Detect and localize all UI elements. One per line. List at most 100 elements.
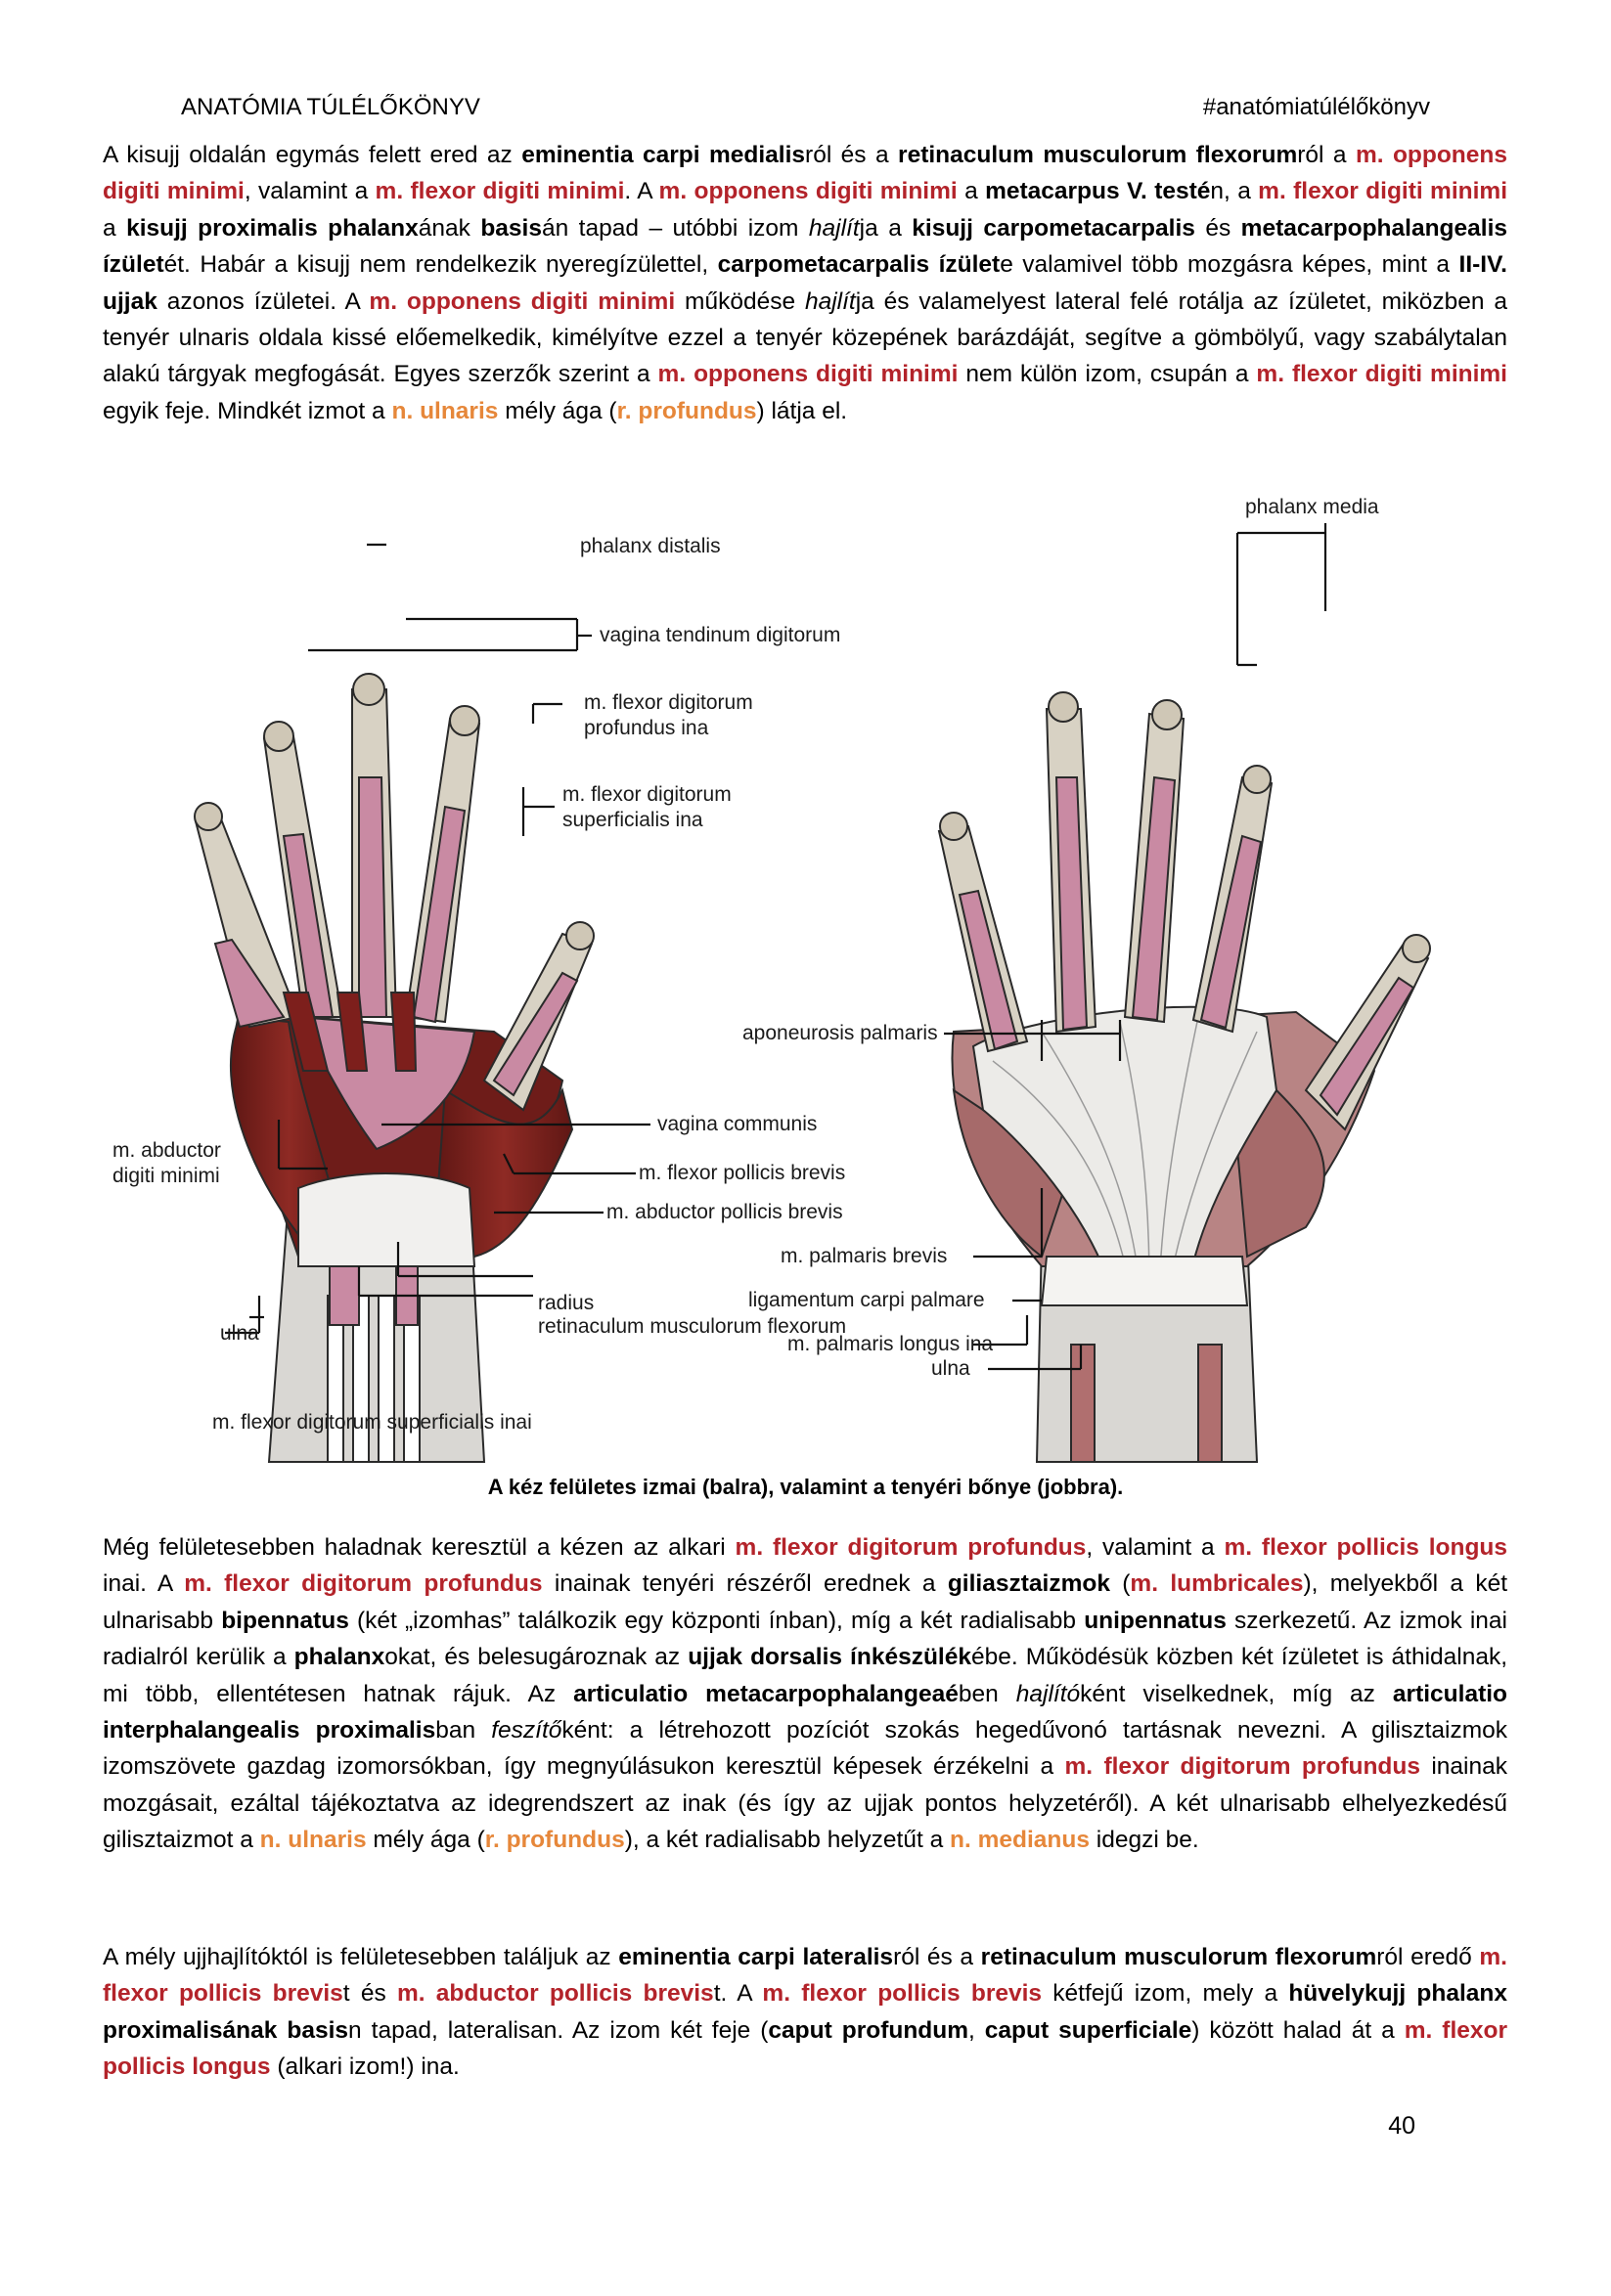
paragraph-3: A mély ujjhajlítóktól is felületesebben … bbox=[103, 1939, 1507, 2086]
text-run: Még felületesebben haladnak keresztül a … bbox=[103, 1534, 736, 1561]
italic-term: feszítő bbox=[491, 1717, 562, 1744]
muscle-term: m. flexor pollicis brevis bbox=[762, 1980, 1043, 2008]
bold-term: hüvelykujj phalanx proximalisának basis bbox=[103, 1980, 1507, 2044]
muscle-term: m. flexor pollicis longus bbox=[1224, 1534, 1507, 1561]
bold-term: basis bbox=[480, 214, 542, 242]
label-phalanx-media: phalanx media bbox=[1245, 496, 1379, 518]
text-run: ról a bbox=[1297, 142, 1356, 168]
leader-lines bbox=[225, 523, 1327, 1371]
muscle-term: m. flexor digiti minimi bbox=[375, 178, 625, 205]
text-run: (alkari izom!) ina. bbox=[270, 2053, 460, 2081]
muscle-term: m. flexor digiti minimi bbox=[1256, 361, 1507, 388]
text-run: azonos ízületei. A bbox=[157, 287, 370, 315]
text-run: t. A bbox=[713, 1980, 763, 2008]
bold-term: caput profundum bbox=[768, 2016, 968, 2044]
label-fdp-ina-line1: m. flexor digitorum bbox=[584, 691, 753, 714]
text-run: ), melyekből a két ulnarisabb bbox=[103, 1570, 1507, 1634]
muscle-term: m. opponens digiti minimi bbox=[369, 287, 676, 315]
text-run: e valamivel több mozgásra képes, mint a bbox=[1000, 251, 1459, 279]
bold-term: metacarpophalangealis ízület bbox=[103, 214, 1507, 279]
hashtag: #anatómiatúlélőkönyv bbox=[1202, 94, 1430, 120]
text-run: (két „izomhas” találkozik egy központi í… bbox=[348, 1607, 1085, 1634]
text-run: ja a bbox=[859, 214, 913, 242]
text-run: inainak tenyéri részéről erednek a bbox=[542, 1570, 948, 1598]
label-fds-inai: m. flexor digitorum superficialis inai bbox=[212, 1411, 532, 1434]
bold-term: kisujj carpometacarpalis bbox=[912, 214, 1195, 242]
text-run: ja és valamelyest lateral felé rotálja a… bbox=[103, 287, 1507, 388]
text-run: ról és a bbox=[893, 1944, 981, 1970]
bold-term: articulatio interphalangealis proximalis bbox=[103, 1680, 1508, 1744]
text-run: egyik feje. Mindkét izmot a bbox=[103, 397, 392, 424]
paragraph-1: A kisujj oldalán egymás felett ered az e… bbox=[103, 137, 1507, 429]
muscle-term: m. flexor digitorum profundus bbox=[184, 1570, 543, 1598]
bold-term: eminentia carpi lateralis bbox=[618, 1944, 894, 1970]
bold-term: giliasztaizmok bbox=[947, 1570, 1110, 1598]
muscle-term: m. lumbricales bbox=[1130, 1570, 1304, 1598]
label-abductor-pollicis-brevis: m. abductor pollicis brevis bbox=[606, 1201, 843, 1223]
label-phalanx-distalis: phalanx distalis bbox=[580, 535, 721, 557]
nerve-term: r. profundus bbox=[484, 1827, 625, 1854]
text-run: ), a két radialisabb helyzetűt a bbox=[624, 1827, 950, 1854]
italic-term: hajlít bbox=[804, 287, 856, 315]
text-run: ként: a létrehozott pozíciót szokás hege… bbox=[103, 1717, 1507, 1781]
nerve-term: n. ulnaris bbox=[391, 397, 499, 424]
label-fds-ina-line1: m. flexor digitorum bbox=[562, 783, 732, 806]
bold-term: retinaculum musculorum flexorum bbox=[898, 142, 1298, 168]
label-ligamentum-carpi-palmare: ligamentum carpi palmare bbox=[748, 1289, 985, 1311]
muscle-term: m. opponens digiti minimi bbox=[658, 178, 958, 205]
text-run: a bbox=[957, 178, 986, 205]
muscle-term: m. opponens digiti minimi bbox=[657, 361, 959, 388]
label-ulna-right: ulna bbox=[931, 1357, 970, 1380]
bold-term: phalanx bbox=[293, 1644, 385, 1671]
italic-term: hajlító bbox=[1015, 1680, 1081, 1707]
italic-term: hajlít bbox=[808, 214, 860, 242]
text-run: mély ága ( bbox=[498, 397, 617, 424]
label-ulna-left: ulna bbox=[220, 1322, 259, 1345]
label-radius: radius bbox=[538, 1292, 595, 1314]
text-run: inainak mozgásait, ezáltal tájékoztatva … bbox=[103, 1753, 1507, 1854]
nerve-term: n. medianus bbox=[950, 1827, 1090, 1854]
text-run: t és bbox=[342, 1980, 397, 2008]
text-run: inai. A bbox=[103, 1570, 185, 1598]
text-run: nem külön izom, csupán a bbox=[958, 361, 1257, 388]
text-run: idegzi be. bbox=[1089, 1827, 1199, 1854]
text-run: a bbox=[103, 214, 127, 242]
right-hand bbox=[937, 691, 1431, 1463]
muscle-term: m. flexor digitorum profundus bbox=[735, 1534, 1087, 1561]
figure-caption: A kéz felületes izmai (balra), valamint … bbox=[487, 1475, 1124, 1499]
bold-term: unipennatus bbox=[1084, 1607, 1227, 1634]
text-run: A mély ujjhajlítóktól is felületesebben … bbox=[103, 1944, 619, 1970]
text-run: n, a bbox=[1210, 178, 1259, 205]
text-run: , valamint a bbox=[1086, 1534, 1225, 1561]
bold-term: II-IV. ujjak bbox=[103, 251, 1507, 315]
text-run: ) között halad át a bbox=[1191, 2016, 1405, 2044]
text-run: működése bbox=[675, 287, 805, 315]
text-run: . A bbox=[624, 178, 659, 205]
text-run: szerkezetű. Az izmok inai radialról kerü… bbox=[103, 1607, 1508, 1671]
label-retinaculum: retinaculum musculorum flexorum bbox=[538, 1315, 847, 1338]
left-hand bbox=[194, 673, 595, 1463]
label-abductor-dm-line2: digiti minimi bbox=[112, 1165, 220, 1187]
muscle-term: m. flexor digiti minimi bbox=[1258, 178, 1508, 205]
text-run: , bbox=[968, 2016, 985, 2044]
paragraph-2: Még felületesebben haladnak keresztül a … bbox=[103, 1529, 1507, 1859]
muscle-term: m. opponens digiti minimi bbox=[103, 142, 1507, 205]
page-number: 40 bbox=[1388, 2112, 1415, 2140]
bold-term: eminentia carpi medialis bbox=[521, 142, 806, 168]
label-vagina-tendinum: vagina tendinum digitorum bbox=[600, 624, 841, 646]
bold-term: articulatio metacarpophalangeaé bbox=[573, 1680, 959, 1707]
label-fdp-ina-line2: profundus ina bbox=[584, 717, 709, 739]
bold-term: kisujj proximalis phalanx bbox=[126, 214, 419, 242]
nerve-term: r. profundus bbox=[616, 397, 757, 424]
text-run: ébe. Működésük közben két ízületet is át… bbox=[103, 1644, 1508, 1707]
text-run: okat, és belesugároznak az bbox=[384, 1644, 689, 1671]
text-run: ben bbox=[958, 1680, 1016, 1707]
label-flexor-pollicis-brevis: m. flexor pollicis brevis bbox=[639, 1162, 846, 1184]
label-abductor-dm-line1: m. abductor bbox=[112, 1139, 221, 1162]
hand-illustration bbox=[194, 523, 1431, 1463]
text-run: A kisujj oldalán egymás felett ered az bbox=[103, 142, 522, 168]
label-palmaris-longus-ina: m. palmaris longus ina bbox=[787, 1333, 994, 1355]
bold-term: retinaculum musculorum flexorum bbox=[980, 1944, 1377, 1970]
muscle-term: m. flexor pollicis longus bbox=[103, 2016, 1508, 2081]
